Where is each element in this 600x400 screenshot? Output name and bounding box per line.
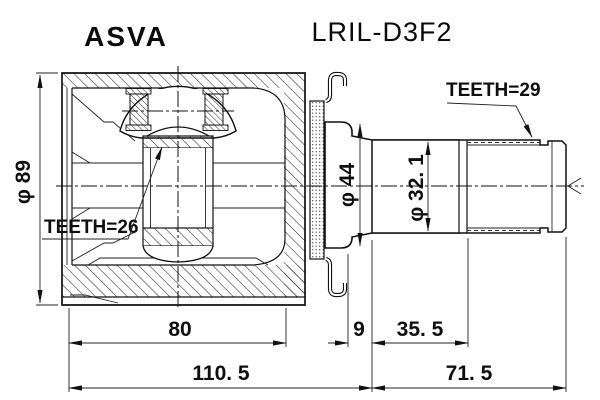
dim-shaft-section: 35. 5: [397, 318, 444, 341]
part-number: LRIL-D3F2: [311, 17, 452, 47]
cover-disc: [309, 100, 325, 260]
center-lines: [56, 66, 584, 307]
dim-neck-width: 9: [353, 318, 365, 341]
brand-title: ASVA: [84, 21, 168, 52]
trunnion-post: [148, 89, 206, 131]
cover-plate: [309, 71, 348, 298]
housing-right-wall-hatch: [284, 88, 305, 297]
needle-cap-top-left: [125, 88, 152, 95]
label-teeth-inner: TEETH=26: [44, 217, 139, 238]
dim-overall-outer: 71. 5: [446, 362, 493, 385]
needle-rollers-right: [204, 93, 224, 126]
cavity-pocket-chamfers: [71, 151, 91, 220]
housing-top-wall-hatch: [62, 73, 305, 88]
needle-rollers-left: [129, 93, 149, 126]
housing-body: [61, 72, 306, 306]
leader-teeth-outer: [446, 102, 533, 138]
dim-overall-inner: 110. 5: [192, 362, 250, 385]
cover-bottom-curl-outer: [325, 256, 348, 298]
housing-outline: [61, 72, 306, 306]
teeth-callouts: TEETH=26 TEETH=29: [42, 80, 541, 240]
dimension-annotations: φ 89 φ 44 φ 32. 1 80 9 35. 5 110. 5 71. …: [12, 72, 567, 392]
needle-cap-top-right: [202, 88, 229, 95]
label-teeth-outer: TEETH=29: [446, 80, 541, 101]
centerline-end-mark: [567, 177, 582, 195]
cavity-lower-chamfer: [71, 231, 136, 262]
housing-bottom-step: [70, 294, 119, 304]
label-housing-od: φ 89: [12, 160, 35, 204]
housing-bottom-wall-hatch: [62, 265, 305, 297]
housing-cavity-outline: [72, 87, 286, 266]
dim-housing-depth: 80: [168, 318, 191, 341]
stub-shaft: [324, 121, 567, 249]
cover-top-curl-inner: [325, 73, 346, 102]
cover-bottom-curl-inner: [325, 258, 346, 296]
needle-cap-bottom-right: [202, 124, 229, 131]
label-flange-od: φ 44: [336, 163, 359, 208]
leader-teeth-inner: [42, 146, 163, 240]
label-shaft-od: φ 32. 1: [405, 154, 428, 222]
needle-cap-bottom-left: [125, 124, 152, 131]
